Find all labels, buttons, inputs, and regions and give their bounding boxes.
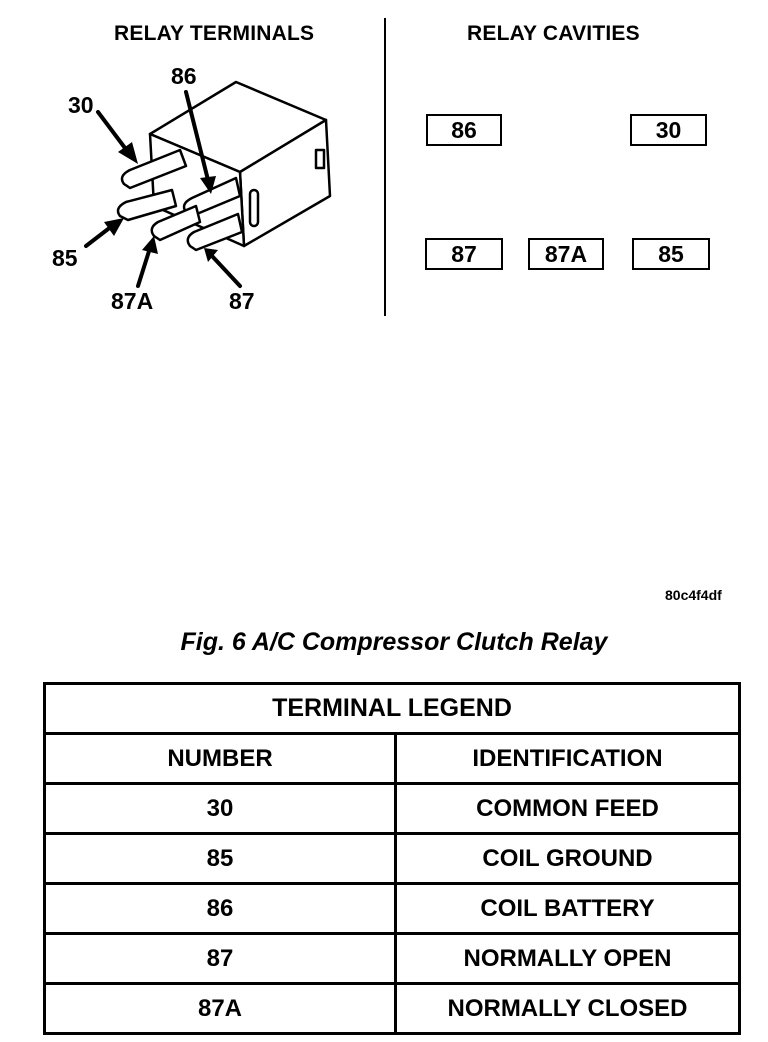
- legend-header-row: NUMBER IDENTIFICATION: [43, 732, 741, 785]
- table-row: 86 COIL BATTERY: [43, 882, 741, 935]
- cell-identification: COMMON FEED: [394, 782, 741, 835]
- section-divider: [384, 18, 386, 316]
- cell-number: 86: [43, 882, 397, 935]
- relay-cavities-heading: RELAY CAVITIES: [467, 22, 640, 45]
- relay-side-slot: [248, 188, 260, 228]
- terminal-legend-table: TERMINAL LEGEND NUMBER IDENTIFICATION 30…: [43, 682, 741, 1035]
- terminal-label-85: 85: [52, 245, 78, 271]
- terminal-pin-30: [120, 148, 188, 190]
- cell-identification: NORMALLY OPEN: [394, 932, 741, 985]
- leader-87: [210, 254, 242, 288]
- cavity-87: 87: [425, 238, 503, 270]
- table-row: 87A NORMALLY CLOSED: [43, 982, 741, 1035]
- cell-number: 87A: [43, 982, 397, 1035]
- column-header-number: NUMBER: [43, 732, 397, 785]
- arrowhead-85: [104, 218, 124, 236]
- cell-identification: COIL BATTERY: [394, 882, 741, 935]
- cavity-85: 85: [632, 238, 710, 270]
- relay-terminals-heading: RELAY TERMINALS: [114, 22, 315, 45]
- cavity-86: 86: [426, 114, 502, 146]
- terminal-label-87: 87: [229, 288, 255, 314]
- table-row: 30 COMMON FEED: [43, 782, 741, 835]
- cell-number: 85: [43, 832, 397, 885]
- cell-identification: COIL GROUND: [394, 832, 741, 885]
- terminal-label-86: 86: [171, 63, 197, 89]
- arrowhead-87: [204, 248, 218, 262]
- image-code: 80c4f4df: [665, 587, 722, 603]
- terminal-label-30: 30: [68, 92, 94, 118]
- terminal-pin-87a: [150, 204, 202, 242]
- table-row: 85 COIL GROUND: [43, 832, 741, 885]
- relay-side-notch: [314, 148, 326, 170]
- legend-title: TERMINAL LEGEND: [43, 682, 741, 735]
- column-header-identification: IDENTIFICATION: [394, 732, 741, 785]
- cavity-30: 30: [630, 114, 707, 146]
- arrowhead-30: [118, 142, 138, 164]
- cell-number: 30: [43, 782, 397, 835]
- terminal-pin-85: [116, 188, 178, 222]
- terminal-label-87a: 87A: [111, 288, 154, 314]
- cell-identification: NORMALLY CLOSED: [394, 982, 741, 1035]
- leader-86: [184, 90, 210, 182]
- leader-87a: [136, 246, 152, 288]
- legend-title-row: TERMINAL LEGEND: [43, 682, 741, 735]
- terminal-pin-87: [186, 212, 244, 252]
- cell-number: 87: [43, 932, 397, 985]
- table-row: 87 NORMALLY OPEN: [43, 932, 741, 985]
- arrowhead-86: [200, 176, 216, 194]
- leader-30: [96, 110, 130, 154]
- cavity-87a: 87A: [528, 238, 604, 270]
- leader-85: [84, 224, 114, 248]
- figure-caption: Fig. 6 A/C Compressor Clutch Relay: [180, 628, 608, 656]
- relay-illustration: [84, 80, 332, 288]
- arrowhead-87a: [142, 236, 158, 254]
